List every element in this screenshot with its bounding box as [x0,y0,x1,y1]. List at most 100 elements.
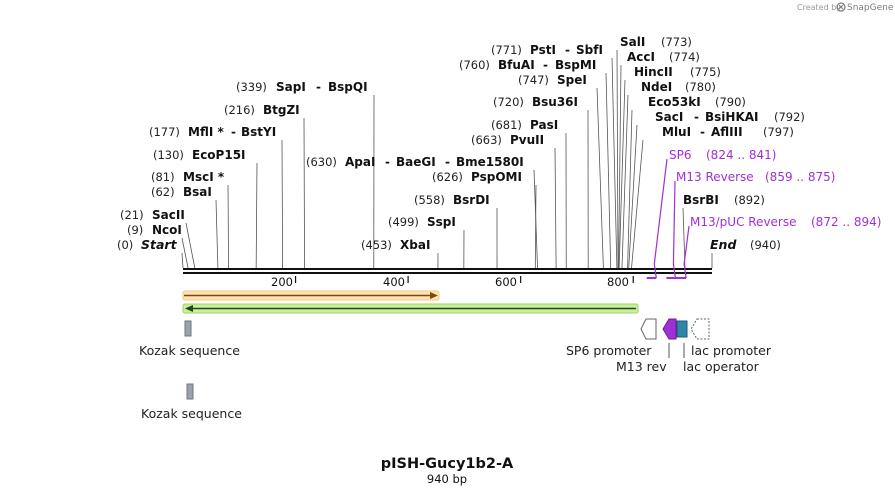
site-name-bsrbi[interactable]: BsrBI [683,193,719,207]
site-line-start [181,252,184,269]
site-name-saci[interactable]: SacI [655,110,683,124]
site-line-msci [227,184,229,269]
map-length: 940 bp [427,472,467,486]
site-name-afliii[interactable]: AflIII [711,125,743,139]
site-name-bfuai[interactable]: BfuAI [498,58,535,72]
lac-operator-feature[interactable] [676,320,688,338]
site-name-sacii[interactable]: SacII [152,208,185,222]
m13-rev-label: M13 rev [616,359,667,374]
site-pos: (177) [149,125,180,139]
site-name-baegi[interactable]: BaeGI [396,155,436,169]
site-pos: (681) [491,118,522,132]
site-name-sapi[interactable]: SapI [276,80,306,94]
site-dash: - [385,155,390,169]
primer-leader [672,180,677,279]
site-name-hincii[interactable]: HincII [634,65,673,79]
site-line-apai [533,169,538,269]
site-pos: (773) [661,35,692,49]
kozak-sequence-marker[interactable] [184,320,192,337]
site-dash: - [700,125,705,139]
site-name-apai[interactable]: ApaI [345,155,375,169]
site-pos: (216) [224,103,255,117]
site-name-msci[interactable]: MscI * [183,170,225,184]
tick-label-200: 200 [271,275,293,289]
site-name-sbfi[interactable]: SbfI [576,43,603,57]
site-line-ecop15i [255,162,258,269]
site-name-xbai[interactable]: XbaI [400,238,430,252]
site-name-mlui[interactable]: MluI [662,125,691,139]
site-line-spei [596,87,604,269]
lac-promoter-feature[interactable] [690,318,710,340]
site-name-btgzi[interactable]: BtgZI [263,103,300,117]
site-name-bsai[interactable]: BsaI [183,185,212,199]
site-pos: (780) [685,80,716,94]
site-line-hincii [618,79,626,269]
ruler: 200 400 600 800 [271,275,634,289]
insert-reverse-feature[interactable] [182,303,639,314]
site-name-ncoi[interactable]: NcoI [152,223,182,237]
site-name-pspomi[interactable]: PspOMI [471,170,522,184]
site-pos: (21) [120,208,144,222]
primer-range-sp6: (824 .. 841) [706,148,776,162]
tick-label-800: 800 [607,275,629,289]
site-name-ndei[interactable]: NdeI [641,80,672,94]
site-pos: (339) [236,80,267,94]
site-name-bstyi[interactable]: BstYI [241,125,276,139]
site-pos: (130) [153,148,184,162]
site-name-bspqi[interactable]: BspQI [328,80,368,94]
site-pos: (663) [471,133,502,147]
site-name-acci[interactable]: AccI [627,50,655,64]
site-name-pvuii[interactable]: PvuII [510,133,544,147]
site-pos: (62) [151,185,175,199]
primer-name-m13-reverse[interactable]: M13 Reverse [676,170,754,184]
site-pos: (797) [763,125,794,139]
site-name-mfli[interactable]: MflI * [188,125,224,139]
site-line-mlui [631,139,644,269]
map-title: pISH-Gucy1b2-A [381,456,514,472]
site-pos: (626) [432,170,463,184]
sp6-promoter-label: SP6 promoter [566,343,652,358]
snapgene-brand: SnapGene [847,3,894,13]
site-dash: - [694,110,699,124]
site-name-pasi[interactable]: PasI [530,118,558,132]
site-pos: (558) [414,193,445,207]
site-pos: (774) [669,50,700,64]
site-line-bfuai [605,72,612,269]
backbone-top-strand [183,268,712,270]
site-pos: (630) [306,155,337,169]
primer-name-m13-puc-reverse[interactable]: M13/pUC Reverse [690,215,797,229]
site-name-bsu36i[interactable]: Bsu36I [532,95,578,109]
primer-name-sp6[interactable]: SP6 [669,148,692,162]
insert-forward-feature[interactable] [182,290,440,301]
site-name-ecop15i[interactable]: EcoP15I [192,148,246,162]
primer-range-m13-puc-reverse: (872 .. 894) [811,215,881,229]
site-pos: (0) [117,238,133,252]
m13-rev-feature[interactable] [662,318,677,340]
site-name-psti[interactable]: PstI [530,43,556,57]
arrow-left-icon [185,305,193,312]
site-pos: (720) [493,95,524,109]
snapgene-logo-icon [836,2,846,12]
site-dash: - [231,125,236,139]
site-name-eco53ki[interactable]: Eco53kI [648,95,701,109]
tick-label-600: 600 [495,275,517,289]
site-name-bspmi[interactable]: BspMI [555,58,596,72]
site-pos: (760) [459,58,490,72]
site-line-sacii [185,222,196,269]
kozak-sequence-marker[interactable] [186,383,194,400]
site-name-bsrdi[interactable]: BsrDI [453,193,490,207]
site-name-spei[interactable]: SpeI [557,73,587,87]
sp6-promoter-feature[interactable] [640,318,657,340]
site-name-sspi[interactable]: SspI [427,215,456,229]
site-pos: (771) [491,43,522,57]
site-line-btgzi [303,117,305,269]
site-line-ncoi [181,237,189,269]
site-line-ndei [621,94,629,269]
end-label: End [710,237,737,252]
site-name-bsihkai[interactable]: BsiHKAI [705,110,759,124]
start-label: Start [141,237,178,252]
site-line-acci [618,64,622,269]
site-name-sali[interactable]: SalI [620,35,645,49]
site-name-bme1580i[interactable]: Bme1580I [456,155,524,169]
